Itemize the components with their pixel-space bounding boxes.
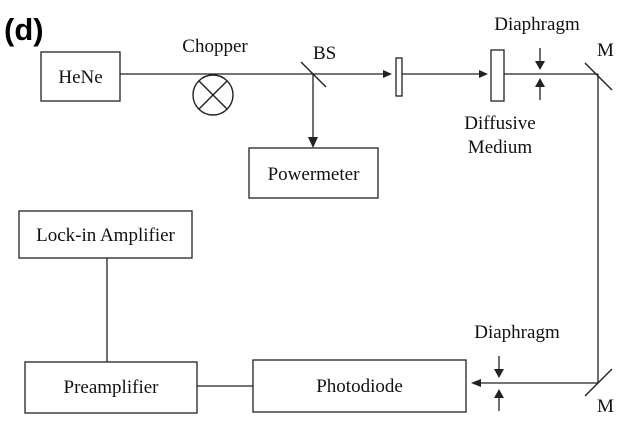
mirror-bottom-icon [584,368,613,397]
diffusive-medium-label-line1: Diffusive [464,113,535,134]
diaphragm-bottom-icon [494,356,504,411]
hene-laser-box [40,51,121,102]
diffusive-medium-slab [490,49,505,102]
diaphragm-top-icon [535,48,545,100]
preamplifier-box [24,361,198,414]
photodiode-label: Photodiode [316,376,403,397]
diaphragm-bottom-label: Diaphragm [474,322,560,343]
arrow-to-photodiode-icon [471,379,481,387]
powermeter-label: Powermeter [268,164,360,185]
panel-label: (d) [4,12,44,47]
beam-splitter-label: BS [313,43,336,64]
hene-laser-label: HeNe [58,67,102,88]
preamplifier-label: Preamplifier [64,377,160,398]
diffusive-medium-label-line2: Medium [468,137,533,158]
diaphragm-top-label: Diaphragm [494,14,580,35]
filter-plate [395,57,403,97]
mirror-top-label: M [597,40,614,61]
lock-in-amplifier-box [18,210,193,259]
arrow-to-filter-icon [383,70,392,78]
photodiode-box [252,359,467,413]
chopper-label: Chopper [182,36,248,57]
arrow-to-powermeter-icon [308,137,318,148]
chopper-icon [192,74,234,116]
powermeter-box [248,147,379,199]
mirror-bottom-label: M [597,396,614,417]
lock-in-amplifier-label: Lock-in Amplifier [36,225,175,246]
arrow-to-medium-icon [479,70,488,78]
